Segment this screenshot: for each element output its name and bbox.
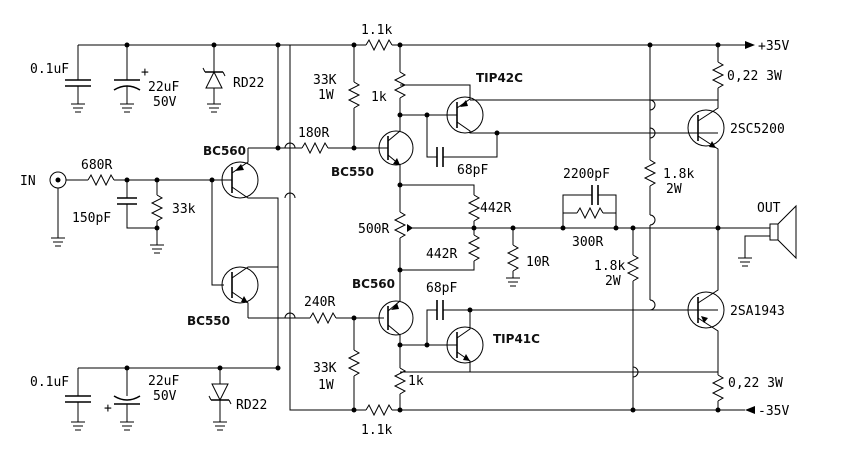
- q-out-top: 2SC5200: [650, 100, 785, 228]
- q-drv-top-label: BC550: [331, 165, 374, 179]
- r-in: 680R: [81, 158, 220, 187]
- q-drv-top: BC550: [331, 115, 414, 185]
- r-442-bottom-label: 442R: [426, 247, 457, 262]
- speaker: OUT: [718, 201, 797, 267]
- input-label: IN: [20, 174, 36, 189]
- r-1k8-top-value: 1.8k: [663, 167, 694, 182]
- r-emitter-bottom-label: 0,22 3W: [728, 376, 783, 391]
- c-comp-bottom: 68pF: [426, 281, 473, 320]
- d-bottom-zener: RD22: [208, 368, 267, 431]
- q-drv-bottom-label: BC560: [352, 277, 395, 291]
- r-top-rail-label: 1.1k: [361, 23, 392, 38]
- negative-rail: -35V 1.1k: [361, 403, 789, 438]
- r-180-label: 180R: [298, 126, 329, 141]
- c-bottom-elec: + 22uF 50V: [104, 368, 179, 431]
- q-in-top-label: BC560: [203, 144, 246, 158]
- c-bot-elec-voltage: 50V: [153, 389, 177, 404]
- r-1k8-bot-power: 2W: [605, 274, 621, 289]
- r-33k-bot-value: 33K: [313, 361, 337, 376]
- q-in-bottom: BC550: [187, 228, 279, 328]
- r-zobel-label: 10R: [526, 255, 550, 270]
- c-in-label: 150pF: [72, 211, 111, 226]
- q-out-bottom: 2SA1943: [650, 228, 785, 372]
- q-pre-bottom-label: TIP41C: [493, 332, 540, 346]
- c-top-elec: + 22uF 50V: [113, 45, 179, 113]
- r-in-shunt: 33k: [150, 180, 196, 254]
- r-emitter-top-label: 0,22 3W: [727, 69, 782, 84]
- r-1k8-bottom: 1.8k 2W: [594, 228, 640, 410]
- r-1k8-top-power: 2W: [666, 182, 682, 197]
- r-in-label: 680R: [81, 158, 112, 173]
- c-in: 150pF: [72, 180, 157, 229]
- c-top-elec-value: 22uF: [148, 80, 179, 95]
- r-zobel: 10R: [506, 228, 550, 287]
- r-1k-bottom: 1k: [393, 345, 424, 413]
- r-bias-pot-label: 500R: [358, 222, 389, 237]
- r-in-shunt-label: 33k: [172, 202, 196, 217]
- r-feedback-label: 300R: [572, 235, 603, 250]
- r-33k-top-value: 33K: [313, 73, 337, 88]
- r-bottom-rail-label: 1.1k: [361, 423, 392, 438]
- r-33k-top-power: 1W: [318, 88, 334, 103]
- d-bottom-label: RD22: [236, 398, 267, 413]
- c-top-elec-plus: +: [141, 65, 149, 80]
- positive-rail: +35V 1.1k: [78, 23, 789, 54]
- c-comp-bottom-label: 68pF: [426, 281, 457, 296]
- c-top-elec-voltage: 50V: [153, 95, 177, 110]
- c-comp-top-label: 68pF: [457, 163, 488, 178]
- c-top-filter: 0.1uF: [30, 45, 91, 113]
- q-pre-top-label: TIP42C: [476, 71, 523, 85]
- q-out-bottom-label: 2SA1943: [730, 304, 785, 319]
- c-bot-elec-value: 22uF: [148, 374, 179, 389]
- r-442-top-label: 442R: [480, 201, 511, 216]
- r-33k-bottom: 33K 1W: [313, 318, 361, 413]
- negative-rail-label: -35V: [758, 404, 789, 419]
- output-label: OUT: [757, 201, 781, 216]
- r-33k-top: 33K 1W: [313, 45, 361, 148]
- positive-rail-label: +35V: [758, 39, 789, 54]
- q-pre-bottom: TIP41C: [400, 309, 718, 373]
- bias-network: 442R 500R 442R: [358, 182, 511, 273]
- q-in-bottom-label: BC550: [187, 314, 230, 328]
- r-emitter-bottom: 0,22 3W: [630, 372, 783, 413]
- c-bottom-filter: 0.1uF: [30, 368, 91, 431]
- r-1k-bottom-label: 1k: [408, 374, 424, 389]
- d-top-zener: RD22: [202, 45, 264, 113]
- c-bot-elec-plus: +: [104, 401, 112, 416]
- input-jack: IN: [20, 171, 88, 247]
- c-bot-filter-label: 0.1uF: [30, 375, 69, 390]
- q-in-top: BC560: [203, 144, 279, 228]
- r-33k-bot-power: 1W: [318, 378, 334, 393]
- d-top-label: RD22: [233, 76, 264, 91]
- r-1k8-top: 1.8k 2W: [643, 45, 694, 300]
- q-pre-top: TIP42C: [400, 71, 718, 134]
- feedback-network: 2200pF 300R: [562, 167, 619, 250]
- r-180: 180R: [248, 126, 384, 155]
- r-1k-top: 1k: [371, 45, 430, 118]
- q-out-top-label: 2SC5200: [730, 122, 785, 137]
- r-1k-top-label: 1k: [371, 90, 387, 105]
- r-1k8-bot-value: 1.8k: [594, 259, 625, 274]
- c-comp-top: 68pF: [436, 130, 500, 178]
- r-emitter-top: 0,22 3W: [711, 45, 782, 100]
- q-drv-bottom: BC560: [352, 270, 414, 345]
- c-top-filter-label: 0.1uF: [30, 62, 69, 77]
- r-240: 240R: [248, 295, 384, 325]
- r-240-label: 240R: [304, 295, 335, 310]
- c-feedback-label: 2200pF: [563, 167, 610, 182]
